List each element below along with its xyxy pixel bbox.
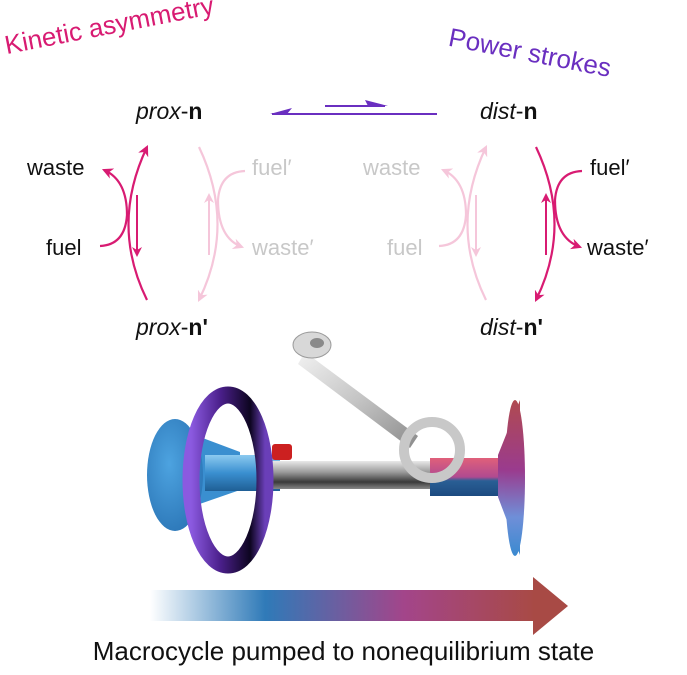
label-fuel-prime-right: fuel′ xyxy=(590,155,630,180)
left-active-cycle xyxy=(99,145,149,301)
state-suffix: n xyxy=(188,98,203,124)
state-prefix: dist xyxy=(480,314,516,340)
cycle-main-arc xyxy=(197,146,219,302)
state-prox-n: prox-n xyxy=(136,98,203,124)
cycle-main-arc xyxy=(466,145,488,301)
state-prefix: dist xyxy=(480,98,516,124)
state-suffix: n' xyxy=(523,314,543,340)
fuel-to-waste-arc xyxy=(553,169,583,250)
state-dist-n-prime: dist-n' xyxy=(480,314,543,340)
label-waste-faded: waste xyxy=(363,155,421,180)
label-waste-prime-right: waste′ xyxy=(587,235,649,260)
state-prefix: prox xyxy=(136,98,181,124)
state-suffix: n xyxy=(523,98,538,124)
label-fuel-prime-faded: fuel′ xyxy=(252,155,292,180)
macrocycle-ring xyxy=(182,386,274,574)
right-stopper-disk xyxy=(505,400,525,556)
reverse-arrow-head xyxy=(270,108,292,114)
right-active-cycle xyxy=(534,146,583,302)
arrow-shaft xyxy=(150,590,535,621)
arrow-head xyxy=(533,577,568,635)
label-waste-left: waste xyxy=(27,155,85,180)
red-tab xyxy=(272,444,292,460)
label-waste-prime-faded: waste′ xyxy=(252,235,314,260)
left-faded-cycle xyxy=(197,146,246,302)
right-faded-cycle xyxy=(438,145,488,301)
state-prefix: prox xyxy=(136,314,181,340)
pawl-hook xyxy=(399,417,465,483)
label-fuel-faded: fuel xyxy=(387,235,423,260)
fuel-to-waste-arc xyxy=(216,169,246,250)
molecular-machine xyxy=(147,331,525,574)
state-dist-n: dist-n xyxy=(480,98,538,124)
fuel-to-waste-arc xyxy=(99,168,129,248)
forward-arrow-head xyxy=(365,100,388,106)
pawl-head-hole xyxy=(310,338,324,348)
state-prox-n-prime: prox-n' xyxy=(136,314,208,340)
caption: Macrocycle pumped to nonequilibrium stat… xyxy=(92,636,595,666)
cycle-main-arc xyxy=(127,145,149,301)
nonequilibrium-arrow xyxy=(150,577,568,635)
pawl-arm xyxy=(298,352,418,448)
label-fuel-left: fuel xyxy=(46,235,82,260)
state-suffix: n' xyxy=(188,314,208,340)
equilibrium-arrows xyxy=(270,100,437,115)
fuel-to-waste-arc xyxy=(438,168,468,248)
cycle-main-arc xyxy=(534,146,556,302)
